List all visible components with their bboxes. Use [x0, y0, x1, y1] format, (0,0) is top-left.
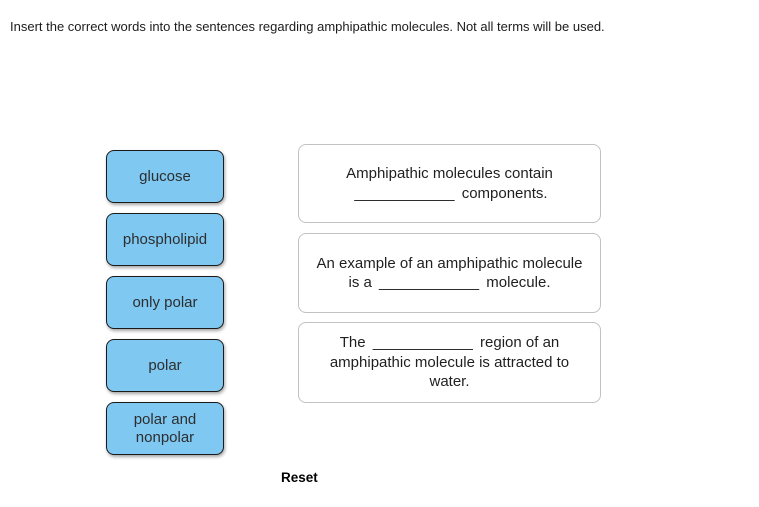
word-tile-glucose[interactable]: glucose: [106, 150, 224, 203]
sentence-box-example-molecule: An example of an amphipathic molecule is…: [298, 233, 601, 313]
sentence-text: region of an: [480, 334, 560, 352]
sentence-line: is a ____________ molecule.: [349, 273, 551, 293]
word-tile-polar-and-nonpolar[interactable]: polar and nonpolar: [106, 402, 224, 455]
sentence-line: The ____________ region of an: [340, 333, 560, 353]
sentence-box-water-attracted-region: The ____________ region of an amphipathi…: [298, 322, 601, 403]
blank-drop-target-molecule-type[interactable]: ____________: [379, 274, 480, 291]
sentence-line: Amphipathic molecules contain: [346, 164, 553, 184]
sentence-text: molecule.: [486, 274, 551, 291]
sentence-line: ____________ components.: [351, 184, 547, 204]
word-tile-phospholipid[interactable]: phospholipid: [106, 213, 224, 266]
word-bank: glucose phospholipid only polar polar po…: [106, 150, 224, 455]
sentence-text: water.: [429, 373, 470, 391]
sentence-text: An example of an amphipathic molecule: [316, 254, 583, 272]
sentence-box-components: Amphipathic molecules contain __________…: [298, 144, 601, 223]
sentence-text: is a: [348, 274, 372, 291]
sentence-line: An example of an amphipathic molecule: [317, 254, 583, 274]
blank-drop-target-region[interactable]: ____________: [372, 334, 473, 352]
reset-button[interactable]: Reset: [281, 470, 318, 485]
sentence-text: amphipathic molecule is attracted to: [329, 353, 570, 371]
sentence-line: amphipathic molecule is attracted to: [330, 353, 569, 373]
sentence-text: components.: [461, 184, 548, 202]
blank-drop-target-components[interactable]: ____________: [354, 184, 455, 202]
sentence-line: water.: [429, 372, 469, 392]
sentence-text: The: [339, 334, 366, 352]
word-tile-polar[interactable]: polar: [106, 339, 224, 392]
instructions-text: Insert the correct words into the senten…: [10, 19, 605, 34]
sentence-text: Amphipathic molecules contain: [346, 165, 553, 182]
word-tile-only-polar[interactable]: only polar: [106, 276, 224, 329]
